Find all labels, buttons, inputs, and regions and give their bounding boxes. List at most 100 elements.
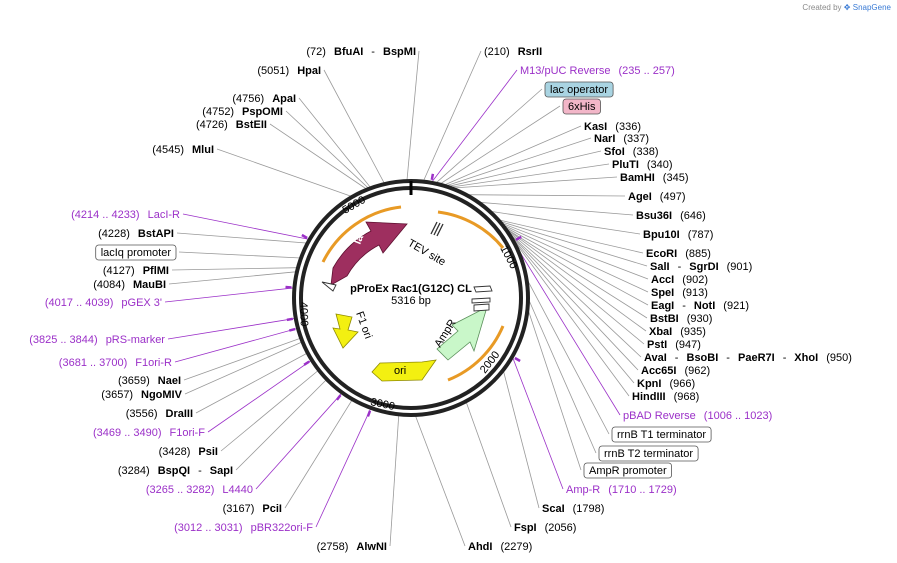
separator: -	[682, 300, 686, 312]
separator: -	[371, 46, 375, 58]
primer-label-laci-r[interactable]: (4214 .. 4233)LacI-R	[71, 209, 180, 221]
site-label-alwni[interactable]: (2758)AlwNI	[317, 541, 387, 553]
site-position: (3657)	[101, 389, 133, 401]
site-label-psii[interactable]: (3428)PsiI	[159, 446, 218, 458]
right-label-28-leader	[511, 356, 564, 490]
enzyme-name: BamHI	[620, 172, 655, 184]
enzyme-name: AvaI	[644, 352, 667, 364]
site-label-ahdi[interactable]: AhdI(2279)	[468, 541, 532, 553]
enzyme-name: BspMI	[383, 46, 416, 58]
separator: -	[198, 465, 202, 477]
feature-tag-rrnb-t2-terminator[interactable]: rrnB T2 terminator	[598, 445, 699, 462]
credit-prefix: Created by	[802, 3, 842, 12]
site-label-nari[interactable]: NarI(337)	[594, 133, 649, 145]
site-position: (4752)	[202, 106, 234, 118]
site-label-bstbi[interactable]: BstBI(930)	[650, 313, 712, 325]
site-label-avai[interactable]: AvaI - BsoBI - PaeR7I - XhoI(950)	[644, 352, 852, 364]
feature-tag-lac-operator[interactable]: lac operator	[544, 81, 614, 98]
tick-label-3000: 3000	[369, 396, 395, 413]
site-label-mlui[interactable]: (4545)MluI	[152, 144, 214, 156]
primer-label-pbr322ori-f[interactable]: (3012 .. 3031)pBR322ori-F	[174, 522, 313, 534]
feature-tag-text: lac operator	[550, 84, 608, 96]
site-label-pspomi[interactable]: (4752)PspOMI	[202, 106, 283, 118]
left-label-15-leader	[184, 341, 303, 395]
tick-label-5000: 5000	[341, 194, 368, 217]
site-label-agei[interactable]: AgeI(497)	[628, 191, 685, 203]
site-label-pcii[interactable]: (3167)PciI	[223, 503, 282, 515]
site-label-sali[interactable]: SalI - SgrDI(901)	[650, 261, 752, 273]
site-label-fspi[interactable]: FspI(2056)	[514, 522, 576, 534]
site-label-kpni[interactable]: KpnI(966)	[637, 378, 695, 390]
tev-site-label: TEV site	[406, 237, 448, 268]
site-position: (4127)	[103, 265, 135, 277]
site-label-psti[interactable]: PstI(947)	[647, 339, 701, 351]
primer-label-amp-r[interactable]: Amp-R(1710 .. 1729)	[566, 484, 677, 496]
site-position: (4756)	[232, 93, 264, 105]
site-label-bfuai[interactable]: (72)BfuAI - BspMI	[306, 46, 416, 58]
site-label-apai[interactable]: (4756)ApaI	[232, 93, 296, 105]
site-position: (950)	[826, 352, 852, 364]
enzyme-name: BstAPI	[138, 228, 174, 240]
site-label-bstapi[interactable]: (4228)BstAPI	[98, 228, 174, 240]
site-label-rsrii[interactable]: (210)RsrII	[484, 46, 542, 58]
site-position: (3428)	[159, 446, 191, 458]
site-label-acc65i[interactable]: Acc65I(962)	[641, 365, 710, 377]
feature-tag-box	[611, 426, 712, 443]
left-label-20-leader-mark	[335, 394, 342, 401]
enzyme-name: NgoMIV	[141, 389, 183, 401]
right-label-12-leader	[497, 219, 644, 254]
right-label-14-leader	[500, 222, 649, 280]
ori-feature[interactable]	[371, 359, 437, 382]
site-label-acci[interactable]: AccI(902)	[651, 274, 708, 286]
left-label-5-leader	[216, 148, 353, 198]
site-label-draiii[interactable]: (3556)DraIII	[126, 408, 193, 420]
site-label-bsu36i[interactable]: Bsu36I(646)	[636, 210, 706, 222]
laci-feature[interactable]	[330, 221, 408, 286]
left-label-1-leader	[323, 69, 386, 185]
enzyme-name: MauBI	[133, 279, 166, 291]
site-label-bpu10i[interactable]: Bpu10I(787)	[643, 229, 713, 241]
separator: -	[678, 261, 682, 273]
site-label-eagi[interactable]: EagI - NotI(921)	[651, 300, 749, 312]
site-label-scai[interactable]: ScaI(1798)	[542, 503, 604, 515]
site-label-naei[interactable]: (3659)NaeI	[118, 375, 181, 387]
enzyme-name: RsrII	[518, 46, 542, 58]
right-label-10-leader	[478, 201, 634, 216]
site-label-maubi[interactable]: (4084)MauBI	[93, 279, 166, 291]
site-label-bsteii[interactable]: (4726)BstEII	[196, 119, 267, 131]
primer-label-f1ori-r[interactable]: (3681 .. 3700)F1ori-R	[59, 357, 172, 369]
site-label-spei[interactable]: SpeI(913)	[651, 287, 708, 299]
site-label-bspqi[interactable]: (3284)BspQI - SapI	[118, 465, 233, 477]
ampr-feature[interactable]	[436, 306, 488, 361]
feature-tag-laciq-promoter[interactable]: lacIq promoter	[95, 244, 177, 261]
left-label-14-leader	[183, 337, 302, 381]
site-label-kasi[interactable]: KasI(336)	[584, 121, 641, 133]
site-label-hpai[interactable]: (5051)HpaI	[257, 65, 321, 77]
right-label-3-leader	[439, 105, 561, 185]
primer-label-pgex-3[interactable]: (4017 .. 4039)pGEX 3'	[45, 297, 162, 309]
tev-site-feature[interactable]	[430, 221, 444, 237]
site-label-pluti[interactable]: PluTI(340)	[612, 159, 673, 171]
primer-label-m13-puc-reverse[interactable]: M13/pUC Reverse(235 .. 257)	[520, 65, 675, 77]
feature-tag-rrnb-t1-terminator[interactable]: rrnB T1 terminator	[611, 426, 712, 443]
site-label-hindiii[interactable]: HindIII(968)	[632, 391, 699, 403]
site-label-sfoi[interactable]: SfoI(338)	[604, 146, 658, 158]
site-position: (338)	[633, 146, 659, 158]
f1-ori-feature[interactable]	[332, 313, 359, 349]
site-label-ecori[interactable]: EcoRI(885)	[646, 248, 711, 260]
site-label-ngomiv[interactable]: (3657) NgoMIV	[101, 389, 182, 401]
primer-label-pbad-reverse[interactable]: pBAD Reverse(1006 .. 1023)	[623, 410, 772, 422]
site-label-bamhi[interactable]: BamHI(345)	[620, 172, 688, 184]
feature-tag-ampr-promoter[interactable]: AmpR promoter	[583, 462, 672, 479]
enzyme-name: NotI	[694, 300, 715, 312]
primer-label-l4440[interactable]: (3265 .. 3282)L4440	[146, 484, 253, 496]
leader-lines	[164, 50, 649, 547]
primer-label-f1ori-f[interactable]: (3469 .. 3490)F1ori-F	[93, 427, 205, 439]
site-label-pflmi[interactable]: (4127)PflMI	[103, 265, 169, 277]
feature-tag-6xhis[interactable]: 6xHis	[562, 98, 601, 115]
primer-label-prs-marker[interactable]: (3825 .. 3844)pRS-marker	[29, 334, 165, 346]
enzyme-name: AhdI	[468, 541, 492, 553]
feature-tag-box	[583, 462, 672, 479]
site-label-xbai[interactable]: XbaI(935)	[649, 326, 706, 338]
left-label-11-leader-mark	[285, 285, 292, 289]
